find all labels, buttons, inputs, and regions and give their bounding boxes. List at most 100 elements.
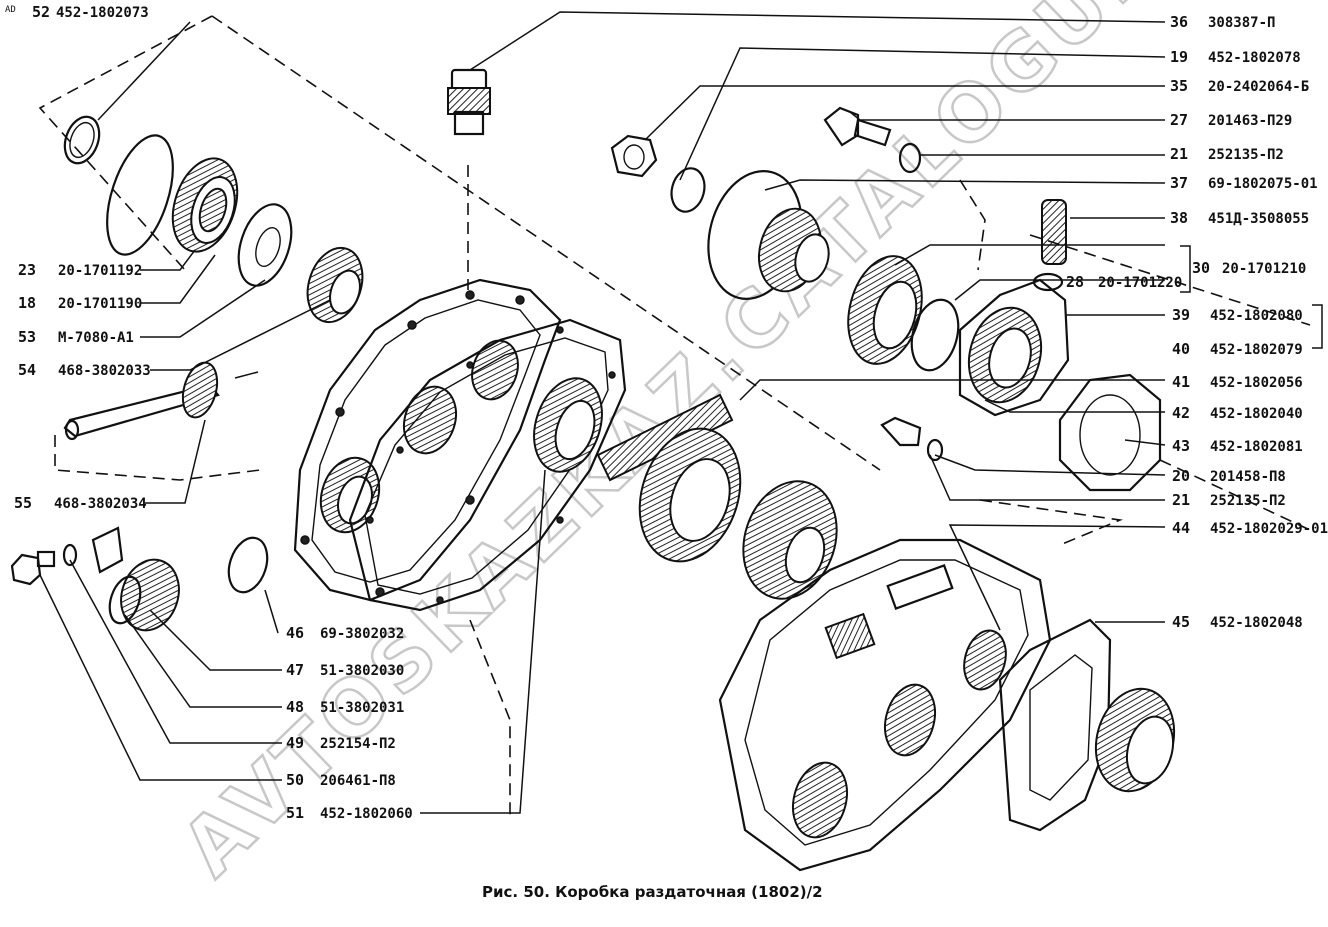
svg-text:51: 51 <box>286 804 304 822</box>
label-43: 43 452-1802081 <box>1172 437 1303 455</box>
svg-text:44: 44 <box>1172 519 1190 537</box>
right-leader-lines <box>469 11 1323 631</box>
part-36-breather <box>447 68 491 136</box>
svg-text:40: 40 <box>1172 340 1190 358</box>
part-19-flange <box>707 170 830 300</box>
svg-text:452-1802029-01: 452-1802029-01 <box>1210 521 1328 537</box>
svg-text:51-3802031: 51-3802031 <box>320 700 404 716</box>
svg-text:42: 42 <box>1172 404 1190 422</box>
label-52: 52 452-1802073 <box>32 3 149 21</box>
part-50-bolt <box>10 550 56 586</box>
label-47: 47 51-3802030 <box>286 661 404 679</box>
label-35: 35 20-2402064-Б <box>1170 77 1309 95</box>
svg-text:468-3802034: 468-3802034 <box>54 496 147 512</box>
svg-text:468-3802033: 468-3802033 <box>58 363 151 379</box>
label-41: 41 452-1802056 <box>1172 373 1303 391</box>
part-18-bearing <box>171 157 239 253</box>
svg-text:43: 43 <box>1172 437 1190 455</box>
svg-text:20-1701192: 20-1701192 <box>58 263 142 279</box>
svg-text:69-3802032: 69-3802032 <box>320 626 404 642</box>
svg-text:39: 39 <box>1172 306 1190 324</box>
label-36: 36 308387-П <box>1170 13 1275 31</box>
part-20-bolt <box>880 416 944 462</box>
svg-text:452-1802073: 452-1802073 <box>56 5 149 21</box>
left-leader-lines <box>39 21 546 814</box>
label-21: 21 252135-П2 <box>1170 145 1284 163</box>
part-27-bolt <box>823 106 892 147</box>
svg-text:49: 49 <box>286 734 304 752</box>
svg-text:451Д-3508055: 451Д-3508055 <box>1208 211 1309 227</box>
svg-text:47: 47 <box>286 661 304 679</box>
svg-text:18: 18 <box>18 294 36 312</box>
svg-text:452-1802040: 452-1802040 <box>1210 406 1303 422</box>
cover-plate <box>293 278 562 602</box>
part-21-lock-washer <box>898 142 922 174</box>
label-55: 55 468-3802034 <box>14 494 147 512</box>
left-labels: 52 452-1802073 23 20-1701192 18 20-17011… <box>14 3 151 512</box>
svg-text:35: 35 <box>1170 77 1188 95</box>
part-45-cover <box>998 618 1176 832</box>
label-50: 50 206461-П8 <box>286 771 396 789</box>
svg-text:М-7080-А1: М-7080-А1 <box>58 330 134 346</box>
part-38-pin <box>1041 199 1067 265</box>
label-37: 37 69-1802075-01 <box>1170 174 1318 192</box>
svg-text:21: 21 <box>1172 491 1190 509</box>
label-19: 19 452-1802078 <box>1170 48 1301 66</box>
label-49: 49 252154-П2 <box>286 734 396 752</box>
corner-mark: AD <box>5 5 16 15</box>
svg-text:20-1701210: 20-1701210 <box>1222 261 1306 277</box>
svg-text:30: 30 <box>1192 259 1210 277</box>
gear-shaft <box>596 393 838 600</box>
svg-text:41: 41 <box>1172 373 1190 391</box>
label-23: 23 20-1701192 <box>18 261 142 279</box>
svg-text:20-1701190: 20-1701190 <box>58 296 142 312</box>
svg-text:452-1802079: 452-1802079 <box>1210 342 1303 358</box>
label-48: 48 51-3802031 <box>286 698 404 716</box>
part-47-fitting <box>91 526 180 632</box>
svg-text:37: 37 <box>1170 174 1188 192</box>
right-labels: 36 308387-П 19 452-1802078 35 20-2402064… <box>1066 13 1328 631</box>
svg-text:452-1802060: 452-1802060 <box>320 806 413 822</box>
svg-text:20-1701220: 20-1701220 <box>1098 275 1182 291</box>
figure-caption: Рис. 50. Коробка раздаточная (1802)/2 <box>482 883 823 901</box>
svg-text:252135-П2: 252135-П2 <box>1208 147 1284 163</box>
svg-text:452-1802081: 452-1802081 <box>1210 439 1303 455</box>
bearing-28 <box>847 255 960 372</box>
part-39-housing <box>958 272 1070 417</box>
label-20: 20 201458-П8 <box>1172 467 1286 485</box>
svg-text:45: 45 <box>1172 613 1190 631</box>
svg-text:69-1802075-01: 69-1802075-01 <box>1208 176 1318 192</box>
part-49-washer <box>62 543 78 567</box>
label-45: 45 452-1802048 <box>1172 613 1303 631</box>
svg-text:308387-П: 308387-П <box>1208 15 1275 31</box>
svg-text:51-3802030: 51-3802030 <box>320 663 404 679</box>
svg-text:252135-П2: 252135-П2 <box>1210 493 1286 509</box>
label-46: 46 69-3802032 <box>286 624 404 642</box>
label-38: 38 451Д-3508055 <box>1170 209 1309 227</box>
svg-text:452-1802048: 452-1802048 <box>1210 615 1303 631</box>
part-55-shaft <box>63 361 259 441</box>
svg-text:23: 23 <box>18 261 36 279</box>
svg-text:19: 19 <box>1170 48 1188 66</box>
svg-text:20: 20 <box>1172 467 1190 485</box>
svg-text:36: 36 <box>1170 13 1188 31</box>
svg-text:46: 46 <box>286 624 304 642</box>
svg-text:52: 52 <box>32 3 50 21</box>
gasket <box>348 318 627 612</box>
svg-text:28: 28 <box>1066 273 1084 291</box>
svg-text:252154-П2: 252154-П2 <box>320 736 396 752</box>
label-44: 44 452-1802029-01 <box>1172 519 1328 537</box>
svg-text:452-1802056: 452-1802056 <box>1210 375 1303 391</box>
label-53: 53 М-7080-А1 <box>18 328 134 346</box>
part-54-gear-sleeve <box>306 246 364 324</box>
label-27: 27 201463-П29 <box>1170 111 1292 129</box>
svg-text:55: 55 <box>14 494 32 512</box>
center-bearing <box>533 377 603 473</box>
label-39: 39 452-1802080 <box>1172 306 1303 324</box>
part-53-washer <box>237 203 293 287</box>
label-54: 54 468-3802033 <box>18 361 151 379</box>
label-30: 30 20-1701210 <box>1192 259 1306 277</box>
label-51: 51 452-1802060 <box>286 804 413 822</box>
label-18: 18 20-1701190 <box>18 294 142 312</box>
